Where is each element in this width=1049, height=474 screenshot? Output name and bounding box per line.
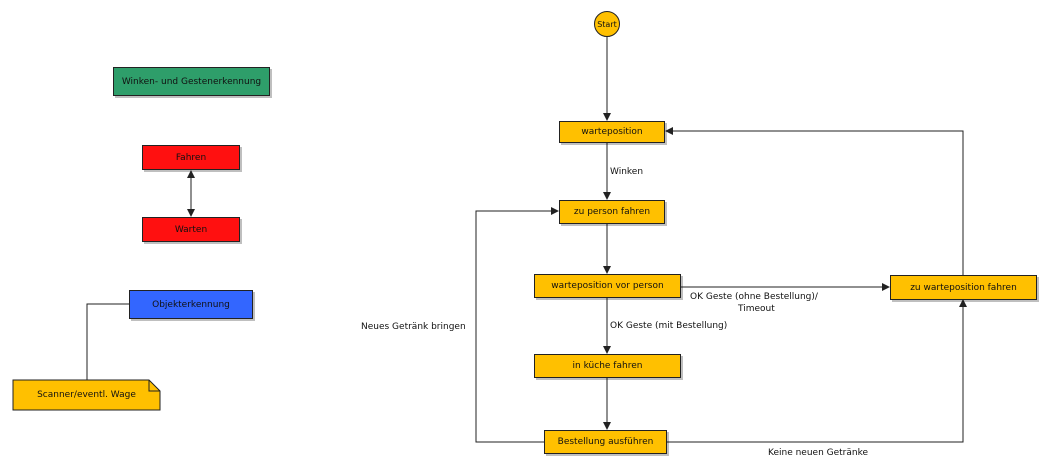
node-zu-person-fahren: zu person fahren [559, 200, 665, 224]
start-label: Start [597, 19, 617, 29]
wait-label: Warten [174, 224, 208, 235]
object-recognition-box: Objekterkennung [129, 290, 253, 319]
node-zu-warteposition-fahren: zu warteposition fahren [890, 275, 1037, 300]
drive-label: Fahren [175, 152, 207, 163]
node-warteposition: warteposition [559, 121, 665, 143]
edge-label-ok-ohne-1: OK Geste (ohne Bestellung)/ [690, 292, 818, 302]
node-warteposition-vor-person-label: warteposition vor person [551, 281, 664, 291]
node-in-kueche-fahren-label: in küche fahren [572, 361, 643, 371]
scanner-note-fold [148, 380, 160, 392]
node-bestellung-ausfuehren: Bestellung ausführen [544, 430, 667, 454]
node-zu-person-fahren-label: zu person fahren [573, 207, 651, 217]
scanner-note-label: Scanner/eventl. Wage [37, 390, 136, 400]
edge-return-warteposition [665, 127, 964, 275]
start-node: Start [594, 11, 620, 37]
edge-keine-neuen [667, 299, 967, 443]
node-zu-warteposition-fahren-label: zu warteposition fahren [910, 282, 1017, 293]
object-scanner-link [86, 303, 129, 380]
drive-box: Fahren [142, 145, 240, 170]
edge-neues-getraenk [475, 207, 559, 443]
edge-label-keine-neuen: Keine neuen Getränke [768, 448, 869, 458]
scanner-note-shape [12, 379, 161, 411]
edge-label-winken: Winken [610, 167, 644, 177]
node-warteposition-label: warteposition [581, 127, 643, 137]
gesture-recognition-box: Winken- und Gestenerkennung [113, 67, 270, 96]
edge-label-ok-mit: OK Geste (mit Bestellung) [610, 321, 728, 331]
edge-label-ok-ohne-2: Timeout [738, 304, 775, 314]
node-warteposition-vor-person: warteposition vor person [534, 274, 681, 298]
object-recognition-label: Objekterkennung [152, 299, 230, 310]
node-in-kueche-fahren: in küche fahren [534, 354, 681, 378]
node-bestellung-ausfuehren-label: Bestellung ausführen [557, 437, 654, 447]
wait-box: Warten [142, 217, 240, 242]
edge-label-neues-getraenk: Neues Getränk bringen [361, 322, 466, 332]
gesture-recognition-label: Winken- und Gestenerkennung [121, 76, 262, 87]
